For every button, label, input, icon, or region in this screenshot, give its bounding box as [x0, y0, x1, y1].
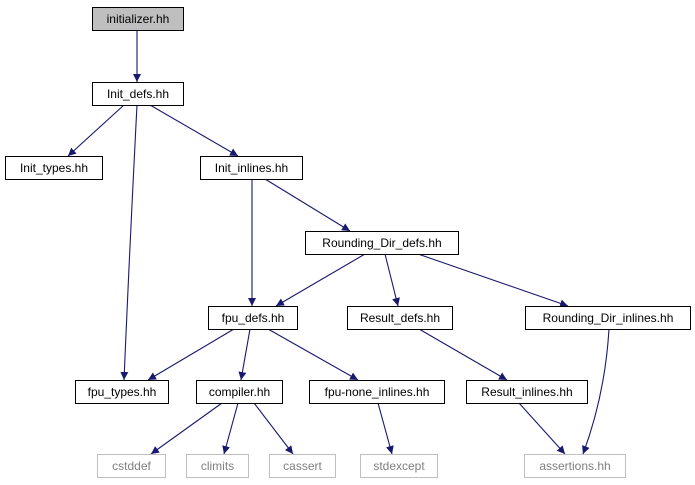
edge-result_inlines-to-assertions: [518, 402, 566, 455]
edge-init_defs-to-init_types: [67, 104, 125, 157]
edge-rounding_dir_defs-to-rounding_dir_inlines: [417, 253, 569, 308]
node-box: [196, 380, 283, 404]
node-label: cassert: [283, 459, 322, 473]
node-label: Init_defs.hh: [107, 87, 169, 101]
node-cassert: cassert: [269, 454, 336, 478]
node-compiler[interactable]: compiler.hh: [196, 380, 283, 404]
edge-compiler-to-cassert: [253, 402, 294, 455]
node-fpu_none_inlines[interactable]: fpu-none_inlines.hh: [309, 380, 445, 404]
node-box: [5, 156, 103, 180]
node-box: [186, 454, 249, 478]
node-result_inlines[interactable]: Result_inlines.hh: [466, 380, 588, 404]
edge-fpu_defs-to-compiler: [238, 328, 251, 381]
node-result_defs[interactable]: Result_defs.hh: [347, 306, 453, 330]
node-box: [466, 380, 588, 404]
node-box: [269, 454, 336, 478]
node-box: [347, 306, 453, 330]
node-init_defs[interactable]: Init_defs.hh: [92, 82, 184, 106]
node-cstddef: cstddef: [97, 454, 166, 478]
edge-rounding_dir_defs-to-result_defs: [384, 253, 400, 307]
edge-result_defs-to-result_inlines: [418, 328, 508, 381]
node-fpu_defs[interactable]: fpu_defs.hh: [208, 306, 298, 330]
edge-rounding_dir_inlines-to-assertions: [582, 328, 610, 455]
node-box: [525, 306, 691, 330]
node-box: [92, 7, 184, 31]
node-label: Rounding_Dir_defs.hh: [322, 236, 441, 250]
node-label: climits: [201, 459, 234, 473]
node-assertions: assertions.hh: [524, 454, 626, 478]
edge-compiler-to-climits: [222, 402, 239, 455]
node-label: fpu_types.hh: [88, 385, 157, 399]
edge-rounding_dir_defs-to-fpu_defs: [275, 253, 366, 307]
node-rounding_dir_inlines[interactable]: Rounding_Dir_inlines.hh: [525, 306, 691, 330]
node-init_types[interactable]: Init_types.hh: [5, 156, 103, 180]
node-fpu_types[interactable]: fpu_types.hh: [75, 380, 169, 404]
node-label: stdexcept: [373, 459, 425, 473]
edge-init_defs-to-fpu_types: [120, 104, 138, 381]
node-box: [75, 380, 169, 404]
node-label: Init_inlines.hh: [215, 161, 288, 175]
edge-compiler-to-cstddef: [150, 402, 223, 455]
node-initializer[interactable]: initializer.hh: [92, 7, 184, 31]
node-label: compiler.hh: [209, 385, 270, 399]
node-stdexcept: stdexcept: [360, 454, 438, 478]
edge-fpu_defs-to-fpu_types: [147, 328, 235, 381]
node-label: Result_inlines.hh: [481, 385, 572, 399]
edge-fpu_none_inlines-to-stdexcept: [377, 402, 394, 455]
node-box: [208, 306, 298, 330]
node-box: [97, 454, 166, 478]
node-label: fpu_defs.hh: [222, 311, 285, 325]
node-label: Rounding_Dir_inlines.hh: [543, 311, 674, 325]
node-rounding_dir_defs[interactable]: Rounding_Dir_defs.hh: [305, 231, 459, 255]
edge-init_inlines-to-rounding_dir_defs: [264, 178, 351, 232]
node-label: fpu-none_inlines.hh: [325, 385, 430, 399]
node-label: Init_types.hh: [20, 161, 88, 175]
node-init_inlines[interactable]: Init_inlines.hh: [200, 156, 303, 180]
node-box: [309, 380, 445, 404]
node-label: initializer.hh: [107, 12, 170, 26]
edge-fpu_defs-to-fpu_none_inlines: [267, 328, 359, 381]
node-box: [92, 82, 184, 106]
node-climits: climits: [186, 454, 249, 478]
node-box: [524, 454, 626, 478]
node-box: [360, 454, 438, 478]
edges-layer: [67, 30, 610, 455]
node-label: assertions.hh: [539, 459, 610, 473]
edge-init_defs-to-init_inlines: [149, 104, 239, 157]
node-label: Result_defs.hh: [360, 311, 440, 325]
node-label: cstddef: [112, 459, 151, 473]
node-box: [305, 231, 459, 255]
node-box: [200, 156, 303, 180]
